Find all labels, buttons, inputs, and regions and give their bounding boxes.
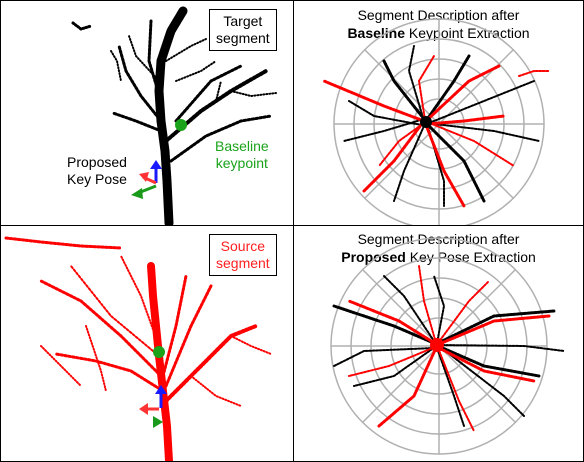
target-point-cloud <box>71 6 277 225</box>
source-label-line1: Source <box>220 238 266 254</box>
source-segment-label: Source segment <box>209 234 277 276</box>
baseline-polar-plot <box>322 18 550 225</box>
proposed-label-line1: Proposed <box>67 154 127 170</box>
proposed-title-rest: Key Pose Extraction <box>405 249 536 265</box>
proposed-label-line2: Key Pose <box>67 171 127 187</box>
source-key-pose-axes <box>139 385 167 428</box>
proposed-title-bold: Proposed <box>341 249 406 265</box>
baseline-keypoint-label: Baseline keypoint <box>215 138 269 172</box>
baseline-title-bold: Baseline <box>347 25 406 41</box>
source-segment-panel: Source segment <box>0 225 294 462</box>
target-segment-label: Target segment <box>209 9 277 51</box>
baseline-title-line1: Segment Description after <box>357 7 520 23</box>
baseline-label-line1: Baseline <box>215 138 269 154</box>
proposed-description-panel: Segment Description after Proposed Key P… <box>293 225 584 462</box>
target-label-line1: Target <box>223 13 263 29</box>
source-keypoint-marker <box>153 346 165 358</box>
proposed-polar-plot <box>330 237 565 455</box>
source-point-cloud <box>4 236 272 461</box>
target-segment-panel: Target segment Baseline keypoint Propose… <box>0 0 294 226</box>
baseline-description-panel: Segment Description after Baseline Keypo… <box>293 0 584 226</box>
proposed-title-line2: Proposed Key Pose Extraction <box>294 248 583 266</box>
polar-grid <box>333 18 545 225</box>
key-pose-axes <box>131 160 162 199</box>
target-label-line2: segment <box>216 30 270 46</box>
source-label-line2: segment <box>216 255 270 271</box>
proposed-key-pose-label: Proposed Key Pose <box>67 154 127 188</box>
baseline-label-line2: keypoint <box>215 155 268 171</box>
baseline-keypoint-marker <box>175 119 187 131</box>
